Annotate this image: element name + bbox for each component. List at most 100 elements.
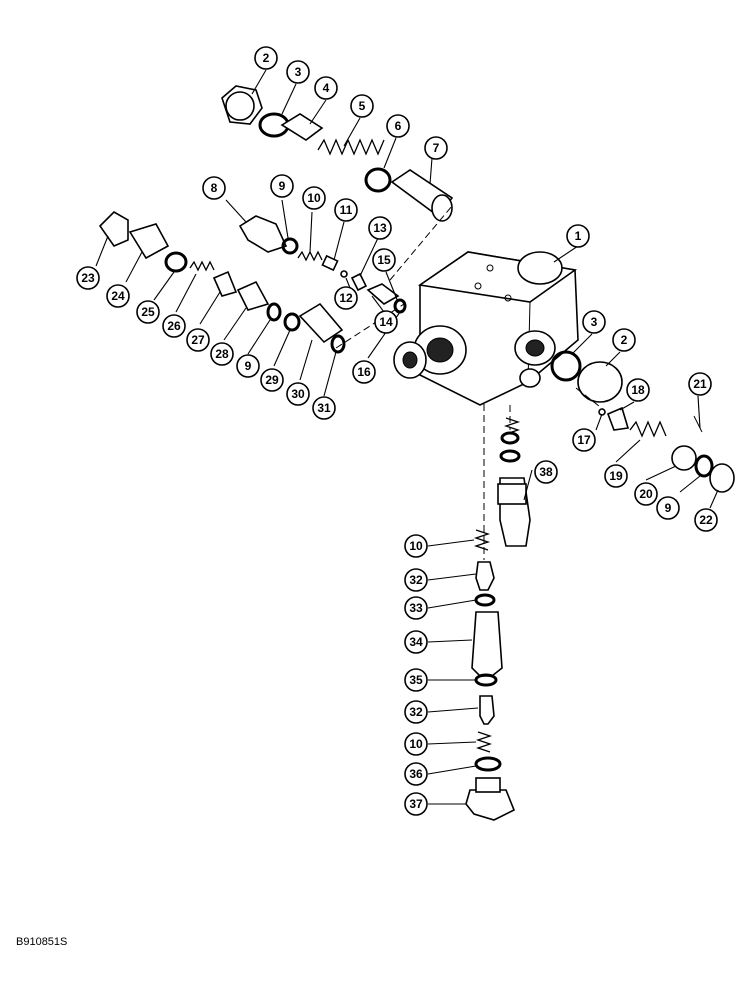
callout-number: 27	[191, 333, 205, 347]
callout-circle	[286, 60, 310, 84]
callout-circle	[350, 94, 374, 118]
callout-circle	[76, 266, 100, 290]
callout-circle	[404, 762, 428, 786]
callout-circle	[186, 328, 210, 352]
callout-number: 20	[639, 487, 653, 501]
callout-c34: 34	[404, 630, 428, 654]
callout-number: 2	[621, 333, 628, 347]
callout-c36: 36	[404, 762, 428, 786]
callout-number: 33	[409, 601, 423, 615]
callout-number: 36	[409, 767, 423, 781]
callout-c13: 13	[368, 216, 392, 240]
callout-number: 35	[409, 673, 423, 687]
callout-number: 23	[81, 271, 95, 285]
callout-c4: 4	[314, 76, 338, 100]
callout-circle	[352, 360, 376, 384]
callout-c19: 19	[604, 464, 628, 488]
callout-number: 13	[373, 221, 387, 235]
callout-circle	[404, 792, 428, 816]
bottom-check-valve-stack	[465, 417, 531, 821]
callout-number: 10	[409, 539, 423, 553]
callout-number: 29	[265, 373, 279, 387]
callout-circle	[404, 596, 428, 620]
callout-number: 11	[340, 203, 353, 217]
callout-number: 10	[307, 191, 321, 205]
callout-circle	[254, 46, 278, 70]
callout-c12: 12	[334, 286, 358, 310]
callout-c6: 6	[386, 114, 410, 138]
callout-number: 34	[409, 635, 423, 649]
valve-body	[393, 251, 579, 406]
callout-number: 6	[395, 119, 402, 133]
callout-circle	[582, 310, 606, 334]
callout-c10b: 10	[404, 534, 428, 558]
callout-number: 32	[409, 573, 423, 587]
callout-c20: 20	[634, 482, 658, 506]
callout-c9c: 9	[656, 496, 680, 520]
callout-number: 5	[359, 99, 366, 113]
callout-number: 10	[409, 737, 423, 751]
callout-circle	[612, 328, 636, 352]
callout-number: 17	[577, 433, 591, 447]
callout-c2a: 2	[254, 46, 278, 70]
callout-circle	[334, 286, 358, 310]
callout-circle	[634, 482, 658, 506]
callout-number: 3	[591, 315, 598, 329]
callout-number: 2	[263, 51, 270, 65]
callout-number: 24	[111, 289, 125, 303]
callout-number: 3	[295, 65, 302, 79]
callout-c35: 35	[404, 668, 428, 692]
callout-circle	[368, 216, 392, 240]
callout-circle	[236, 354, 260, 378]
callout-circle	[404, 700, 428, 724]
callout-c21: 21	[688, 372, 712, 396]
callout-c22: 22	[694, 508, 718, 532]
callout-number: 7	[433, 141, 440, 155]
callout-c32a: 32	[404, 568, 428, 592]
callout-number: 4	[323, 81, 330, 95]
leader-lines	[95, 69, 719, 805]
callout-circle	[372, 248, 396, 272]
callout-number: 30	[291, 387, 305, 401]
callout-c10c: 10	[404, 732, 428, 756]
callout-c30: 30	[286, 382, 310, 406]
callout-c3b: 3	[582, 310, 606, 334]
callout-number: 37	[409, 797, 423, 811]
callout-circle	[202, 176, 226, 200]
callout-number: 16	[357, 365, 371, 379]
callout-c1: 1	[566, 224, 590, 248]
callout-circle	[404, 668, 428, 692]
callout-c31: 31	[312, 396, 336, 420]
callout-c16: 16	[352, 360, 376, 384]
callout-number: 15	[377, 253, 391, 267]
callout-number: 12	[339, 291, 353, 305]
callout-number: 19	[609, 469, 623, 483]
callout-c38: 38	[534, 460, 558, 484]
callout-circle	[106, 284, 130, 308]
callout-number: 18	[631, 383, 645, 397]
callout-circle	[404, 630, 428, 654]
callout-c33: 33	[404, 596, 428, 620]
callout-circle	[404, 732, 428, 756]
callout-number: 28	[215, 347, 229, 361]
callout-circle	[626, 378, 650, 402]
callout-c28: 28	[210, 342, 234, 366]
callout-number: 38	[539, 465, 553, 479]
callout-circle	[334, 198, 358, 222]
callout-number: 31	[317, 401, 331, 415]
callout-circle	[314, 76, 338, 100]
callout-circle	[656, 496, 680, 520]
callout-circle	[404, 568, 428, 592]
callout-c9a: 9	[270, 174, 294, 198]
callout-c9b: 9	[236, 354, 260, 378]
callout-c27: 27	[186, 328, 210, 352]
callout-number: 14	[379, 315, 393, 329]
left-cartridge-assembly	[98, 211, 407, 354]
callout-c17: 17	[572, 428, 596, 452]
callout-number: 9	[279, 179, 286, 193]
callout-c25: 25	[136, 300, 160, 324]
callout-circle	[404, 534, 428, 558]
callout-c3a: 3	[286, 60, 310, 84]
callout-number: 1	[575, 229, 582, 243]
